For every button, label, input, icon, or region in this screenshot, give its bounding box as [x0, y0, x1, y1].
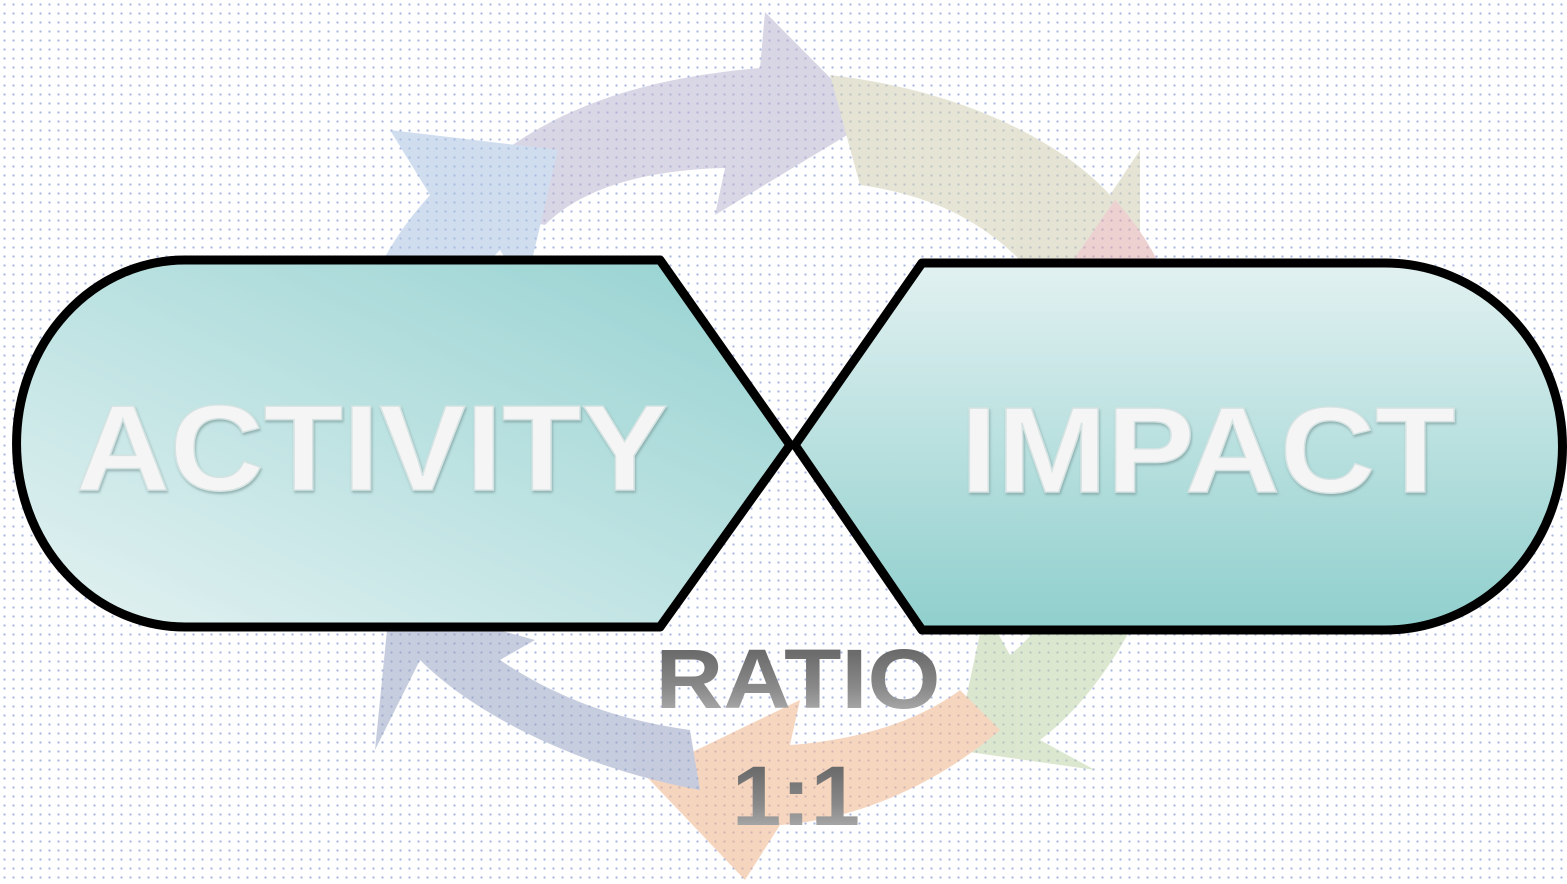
cycle-arrow-bottom-left: [375, 600, 700, 790]
activity-shape-outline: [12, 255, 795, 632]
ratio-label: RATIO: [656, 632, 941, 726]
activity-shape: ACTIVITY: [12, 255, 795, 632]
cycle-arrows-icon: [345, 12, 1180, 880]
impact-shape-outline: [790, 258, 1567, 635]
cycle-arrow-bottom: [645, 690, 1000, 880]
activity-label: ACTIVITY: [76, 380, 668, 516]
cycle-arrow-top-right: [830, 75, 1140, 300]
impact-label: IMPACT: [961, 382, 1456, 518]
impact-shape: IMPACT: [790, 258, 1567, 635]
ratio-value: 1:1: [732, 749, 860, 843]
